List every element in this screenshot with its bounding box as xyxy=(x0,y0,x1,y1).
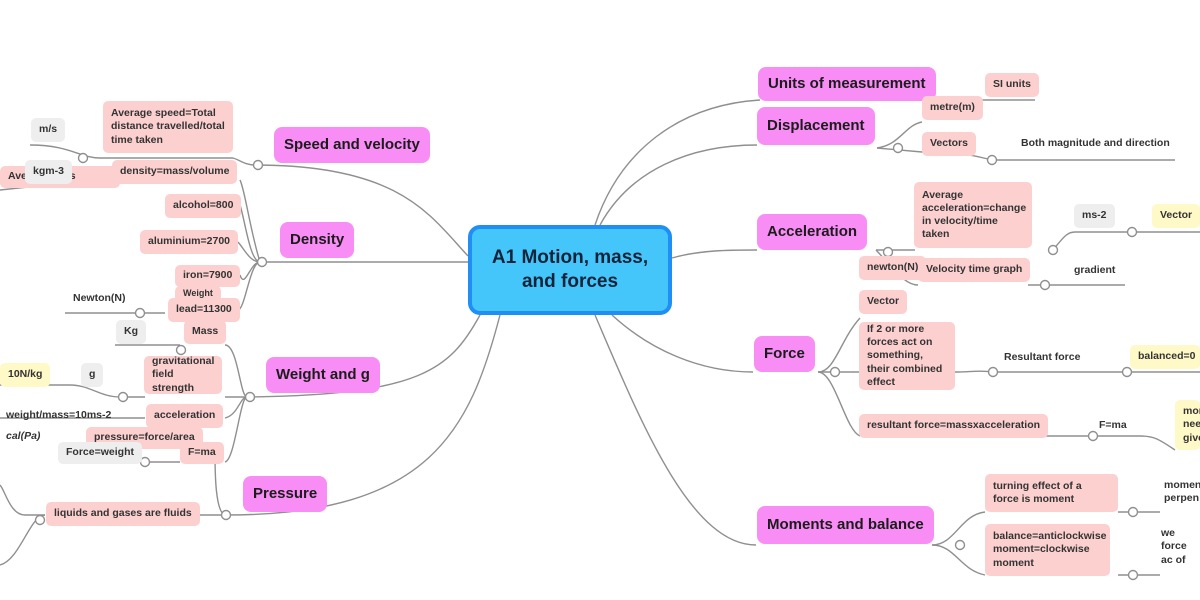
branch-displacement[interactable]: Displacement xyxy=(757,107,875,145)
node-combined-effect[interactable]: If 2 or more forces act on something, th… xyxy=(859,322,955,390)
node-total-weight[interactable]: total we force ac of grav xyxy=(1161,524,1187,570)
branch-acceleration[interactable]: Acceleration xyxy=(757,214,868,250)
branch-moments-and-balance[interactable]: Moments and balance xyxy=(757,506,934,544)
node-resultant-mass-acceleration[interactable]: resultant force=massxacceleration xyxy=(859,414,1049,438)
node-ms-2[interactable]: ms-2 xyxy=(1074,204,1115,228)
node-average-acceleration[interactable]: Average acceleration=change in velocity/… xyxy=(914,182,1032,248)
node-pascal[interactable]: cal(Pa) xyxy=(6,430,41,443)
node-weight-f-ma[interactable]: F=ma xyxy=(180,442,224,464)
node-density-formula[interactable]: density=mass/volume xyxy=(112,160,238,184)
node-moment-perpendicular[interactable]: momen perpen xyxy=(1164,478,1200,504)
node-gravitational-field-strength[interactable]: gravitational field strength xyxy=(144,355,222,394)
node-m-s[interactable]: m/s xyxy=(31,118,66,142)
node-balance-moments[interactable]: balance=anticlockwise moment=clockwise m… xyxy=(985,524,1110,576)
branch-units-of-measurement[interactable]: Units of measurement xyxy=(758,67,936,101)
node-newton[interactable]: Newton(N) xyxy=(73,292,126,305)
node-velocity-time-graph[interactable]: Velocity time graph xyxy=(918,258,1031,282)
node-kgm-3[interactable]: kgm-3 xyxy=(25,160,72,184)
node-iron[interactable]: iron=7900 xyxy=(175,265,241,287)
node-alcohol[interactable]: alcohol=800 xyxy=(165,194,242,218)
branch-density[interactable]: Density xyxy=(280,222,355,258)
branch-weight-and-g[interactable]: Weight and g xyxy=(266,357,380,393)
node-lead[interactable]: lead=11300 xyxy=(168,298,240,322)
node-weight-mass[interactable]: weight/mass=10ms-2 xyxy=(6,409,112,422)
node-newton-force[interactable]: newton(N) xyxy=(859,256,927,280)
node-si-units[interactable]: SI units xyxy=(985,73,1039,97)
node-metre[interactable]: metre(m) xyxy=(922,96,983,120)
node-force-weight[interactable]: Force=weight xyxy=(58,442,142,464)
node-vector-yellow[interactable]: Vector xyxy=(1152,204,1200,228)
node-kg[interactable]: Kg xyxy=(116,320,146,344)
node-average-speed[interactable]: Average speed=Total distance travelled/t… xyxy=(103,101,233,153)
node-magnitude-direction[interactable]: Both magnitude and direction xyxy=(1021,137,1170,150)
node-10n-kg[interactable]: 10N/kg xyxy=(0,363,51,387)
node-mass[interactable]: Mass xyxy=(184,320,227,344)
node-fluids[interactable]: liquids and gases are fluids xyxy=(46,502,200,526)
node-resultant-force[interactable]: Resultant force xyxy=(1004,351,1081,364)
central-topic[interactable]: A1 Motion, mass, and forces xyxy=(468,225,672,315)
node-gradient[interactable]: gradient xyxy=(1074,264,1116,277)
branch-pressure[interactable]: Pressure xyxy=(243,476,328,512)
node-turning-effect[interactable]: turning effect of a force is moment xyxy=(985,474,1118,512)
node-force-vector[interactable]: Vector xyxy=(859,290,908,314)
node-f-ma[interactable]: F=ma xyxy=(1099,419,1127,432)
node-g[interactable]: g xyxy=(81,363,104,387)
branch-speed-and-velocity[interactable]: Speed and velocity xyxy=(274,127,430,163)
node-acceleration[interactable]: acceleration xyxy=(146,404,224,428)
node-more-need-given[interactable]: more need give xyxy=(1175,400,1200,450)
node-vectors[interactable]: Vectors xyxy=(922,132,976,156)
node-aluminium[interactable]: aluminium=2700 xyxy=(140,230,238,254)
node-balanced[interactable]: balanced=0 xyxy=(1130,345,1200,369)
branch-force[interactable]: Force xyxy=(754,336,815,372)
